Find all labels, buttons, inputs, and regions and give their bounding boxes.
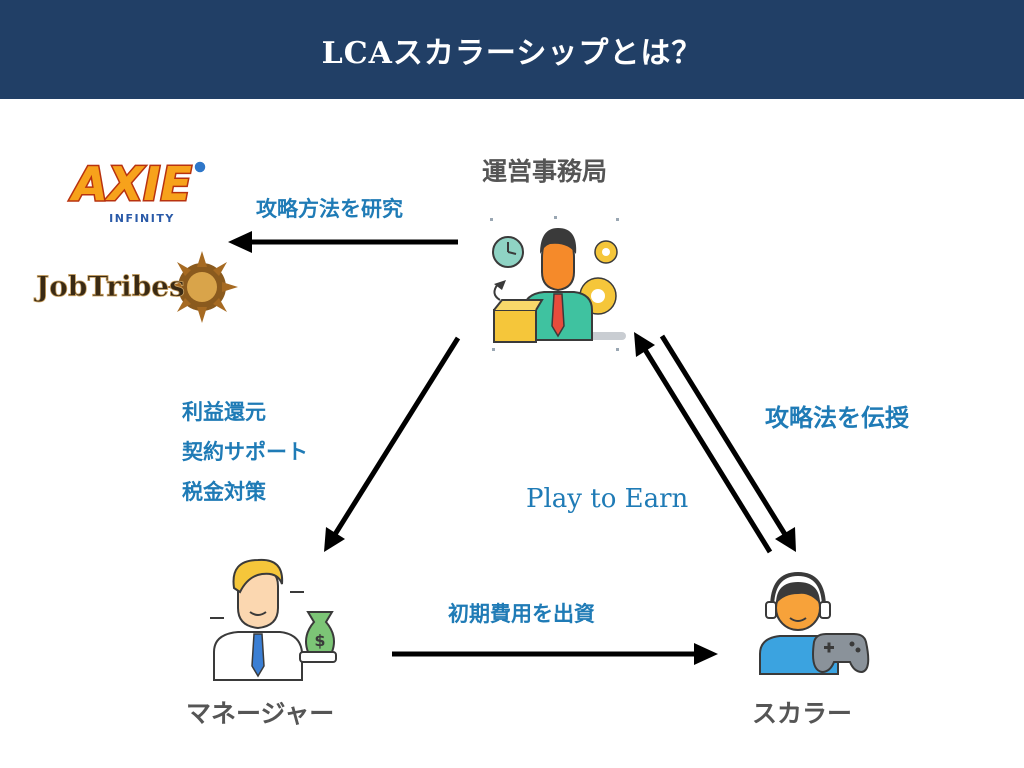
arrow-office-to-manager [324, 336, 461, 552]
research-label: 攻略方法を研究 [256, 196, 403, 221]
axie-logo-text: AXIE [69, 157, 192, 211]
jobtribes-logo: JobTribes [32, 240, 238, 332]
benefit-profit-label: 利益還元 [182, 399, 266, 424]
page-title: LCAスカラーシップとは？ [321, 36, 703, 71]
arrow-office-to-scholar [659, 334, 796, 552]
manager-label: マネージャー [186, 699, 335, 728]
benefit-tax-label: 税金対策 [182, 479, 266, 504]
benefit-contract-label: 契約サポート [182, 439, 308, 464]
scholar-gamer-icon [754, 570, 870, 676]
axie-logo-subtext: INFINITY [109, 212, 175, 225]
jobtribes-logo-text: JobTribes [33, 270, 185, 303]
arrow-manager-to-scholar [392, 643, 718, 665]
axie-infinity-logo: AXIE INFINITY [50, 150, 215, 230]
header-bar: LCAスカラーシップとは？ [0, 0, 1024, 99]
office-label: 運営事務局 [482, 157, 608, 186]
arrow-office-to-games [228, 231, 458, 253]
svg-text:$: $ [314, 631, 325, 650]
teach-label: 攻略法を伝授 [765, 403, 909, 432]
arrow-scholar-to-office [634, 332, 773, 554]
invest-label: 初期費用を出資 [448, 601, 595, 626]
office-worker-icon [488, 214, 628, 356]
manager-icon: $ [204, 556, 344, 682]
scholar-label: スカラー [752, 699, 853, 728]
play-to-earn-label: Play to Earn [526, 484, 689, 514]
